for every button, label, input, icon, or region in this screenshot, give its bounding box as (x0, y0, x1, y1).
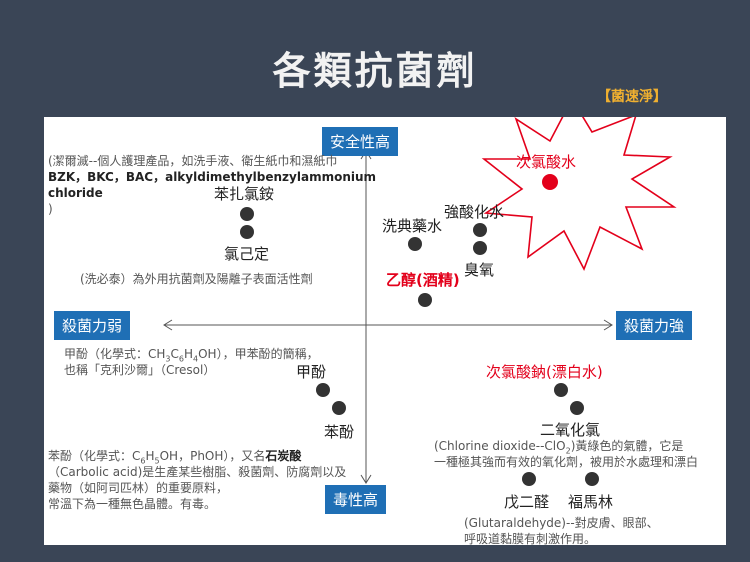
axis-label-bottom: 毒性高 (325, 485, 387, 514)
note-cresol-line2: 也稱「克利沙爾」（Cresol） (64, 363, 216, 377)
label-hibitane: 洗典藥水 (382, 217, 443, 235)
note-hibitane: (洗必泰）為外用抗菌劑及陽離子表面活性劑 (80, 272, 313, 286)
axis-label-right: 殺菌力強 (616, 311, 693, 340)
dot-chlorhexidine (240, 225, 254, 239)
note-glut-line1: (Glutaraldehyde)--對皮膚、眼部、 (464, 516, 659, 530)
note-phenol-line3: 藥物（如阿司匹林）的重要原料， (48, 481, 229, 495)
dot-glutaraldehyde (522, 472, 536, 486)
label-phenol: 苯酚 (324, 423, 355, 441)
note-clo2-line1: (Chlorine dioxide--ClO2)黃綠色的氣體，它是 (434, 439, 684, 456)
label-ethanol: 乙醇(酒精) (386, 271, 460, 289)
label-hypochlorous: 次氯酸水 (516, 153, 577, 171)
label-sodium-hypochlorite: 次氯酸鈉(漂白水) (486, 363, 603, 381)
axis-label-top: 安全性高 (322, 127, 399, 156)
starburst-icon (481, 117, 677, 271)
note-phenol-line4: 常溫下為一種無色晶體。有毒。 (48, 497, 217, 511)
brand-tag: 【菌速淨】 (597, 89, 667, 105)
dot-phenol (332, 401, 346, 415)
note-phenol-line2: （Carbolic acid)是生產某些樹脂、殺菌劑、防腐劑以及 (48, 465, 347, 479)
label-glutaraldehyde: 戊二醛 (504, 493, 550, 511)
label-formalin: 福馬林 (568, 493, 614, 511)
dot-formalin (585, 472, 599, 486)
x-axis-right-arrow (603, 319, 613, 331)
dot-sodium-hypochlorite (554, 383, 568, 397)
dot-ozone (473, 241, 487, 255)
y-axis-bottom-arrow (360, 474, 372, 484)
dot-hypochlorous (542, 174, 558, 190)
label-chlorhexidine: 氯己定 (224, 245, 270, 263)
note-clo2-line2: 一種極其強而有效的氧化劑，被用於水處理和漂白 (434, 455, 699, 469)
dot-ethanol (418, 293, 432, 307)
dot-benzalkonium (240, 207, 254, 221)
note-bzk-line4: ) (48, 202, 53, 216)
label-cresol: 甲酚 (296, 363, 327, 381)
note-phenol-line1: 苯酚（化學式：C6H5OH，PhOH），又名石炭酸 (48, 449, 302, 466)
note-glut-line2: 呼吸道黏膜有刺激作用。 (464, 532, 597, 545)
note-cresol-line1: 甲酚（化學式：CH3C6H4OH），甲苯酚的簡稱， (64, 347, 319, 364)
label-strong-acid: 強酸化水 (444, 203, 505, 221)
axes (163, 117, 677, 484)
dot-hibitane (408, 237, 422, 251)
diagram-panel: 安全性高 毒性高 殺菌力弱 殺菌力強 次氯酸水 (潔爾滅--個人護理產品，如洗手… (44, 117, 726, 545)
page-title: 各類抗菌劑 (272, 49, 478, 93)
label-ozone: 臭氧 (464, 261, 495, 279)
x-axis-left-arrow (163, 319, 173, 331)
dot-strong-acid (473, 223, 487, 237)
dot-chlorine-dioxide (570, 401, 584, 415)
note-bzk-line2: BZK，BKC，BAC，alkyldimethylbenzylammonium (48, 170, 377, 184)
label-chlorine-dioxide: 二氧化氯 (540, 421, 601, 439)
axis-label-left: 殺菌力弱 (54, 311, 131, 340)
label-benzalkonium: 苯扎氯銨 (214, 185, 275, 203)
dot-cresol (316, 383, 330, 397)
note-bzk-line1: (潔爾滅--個人護理產品，如洗手液、衛生紙巾和濕紙巾 (48, 154, 338, 168)
note-bzk-line3: chloride (48, 186, 103, 200)
